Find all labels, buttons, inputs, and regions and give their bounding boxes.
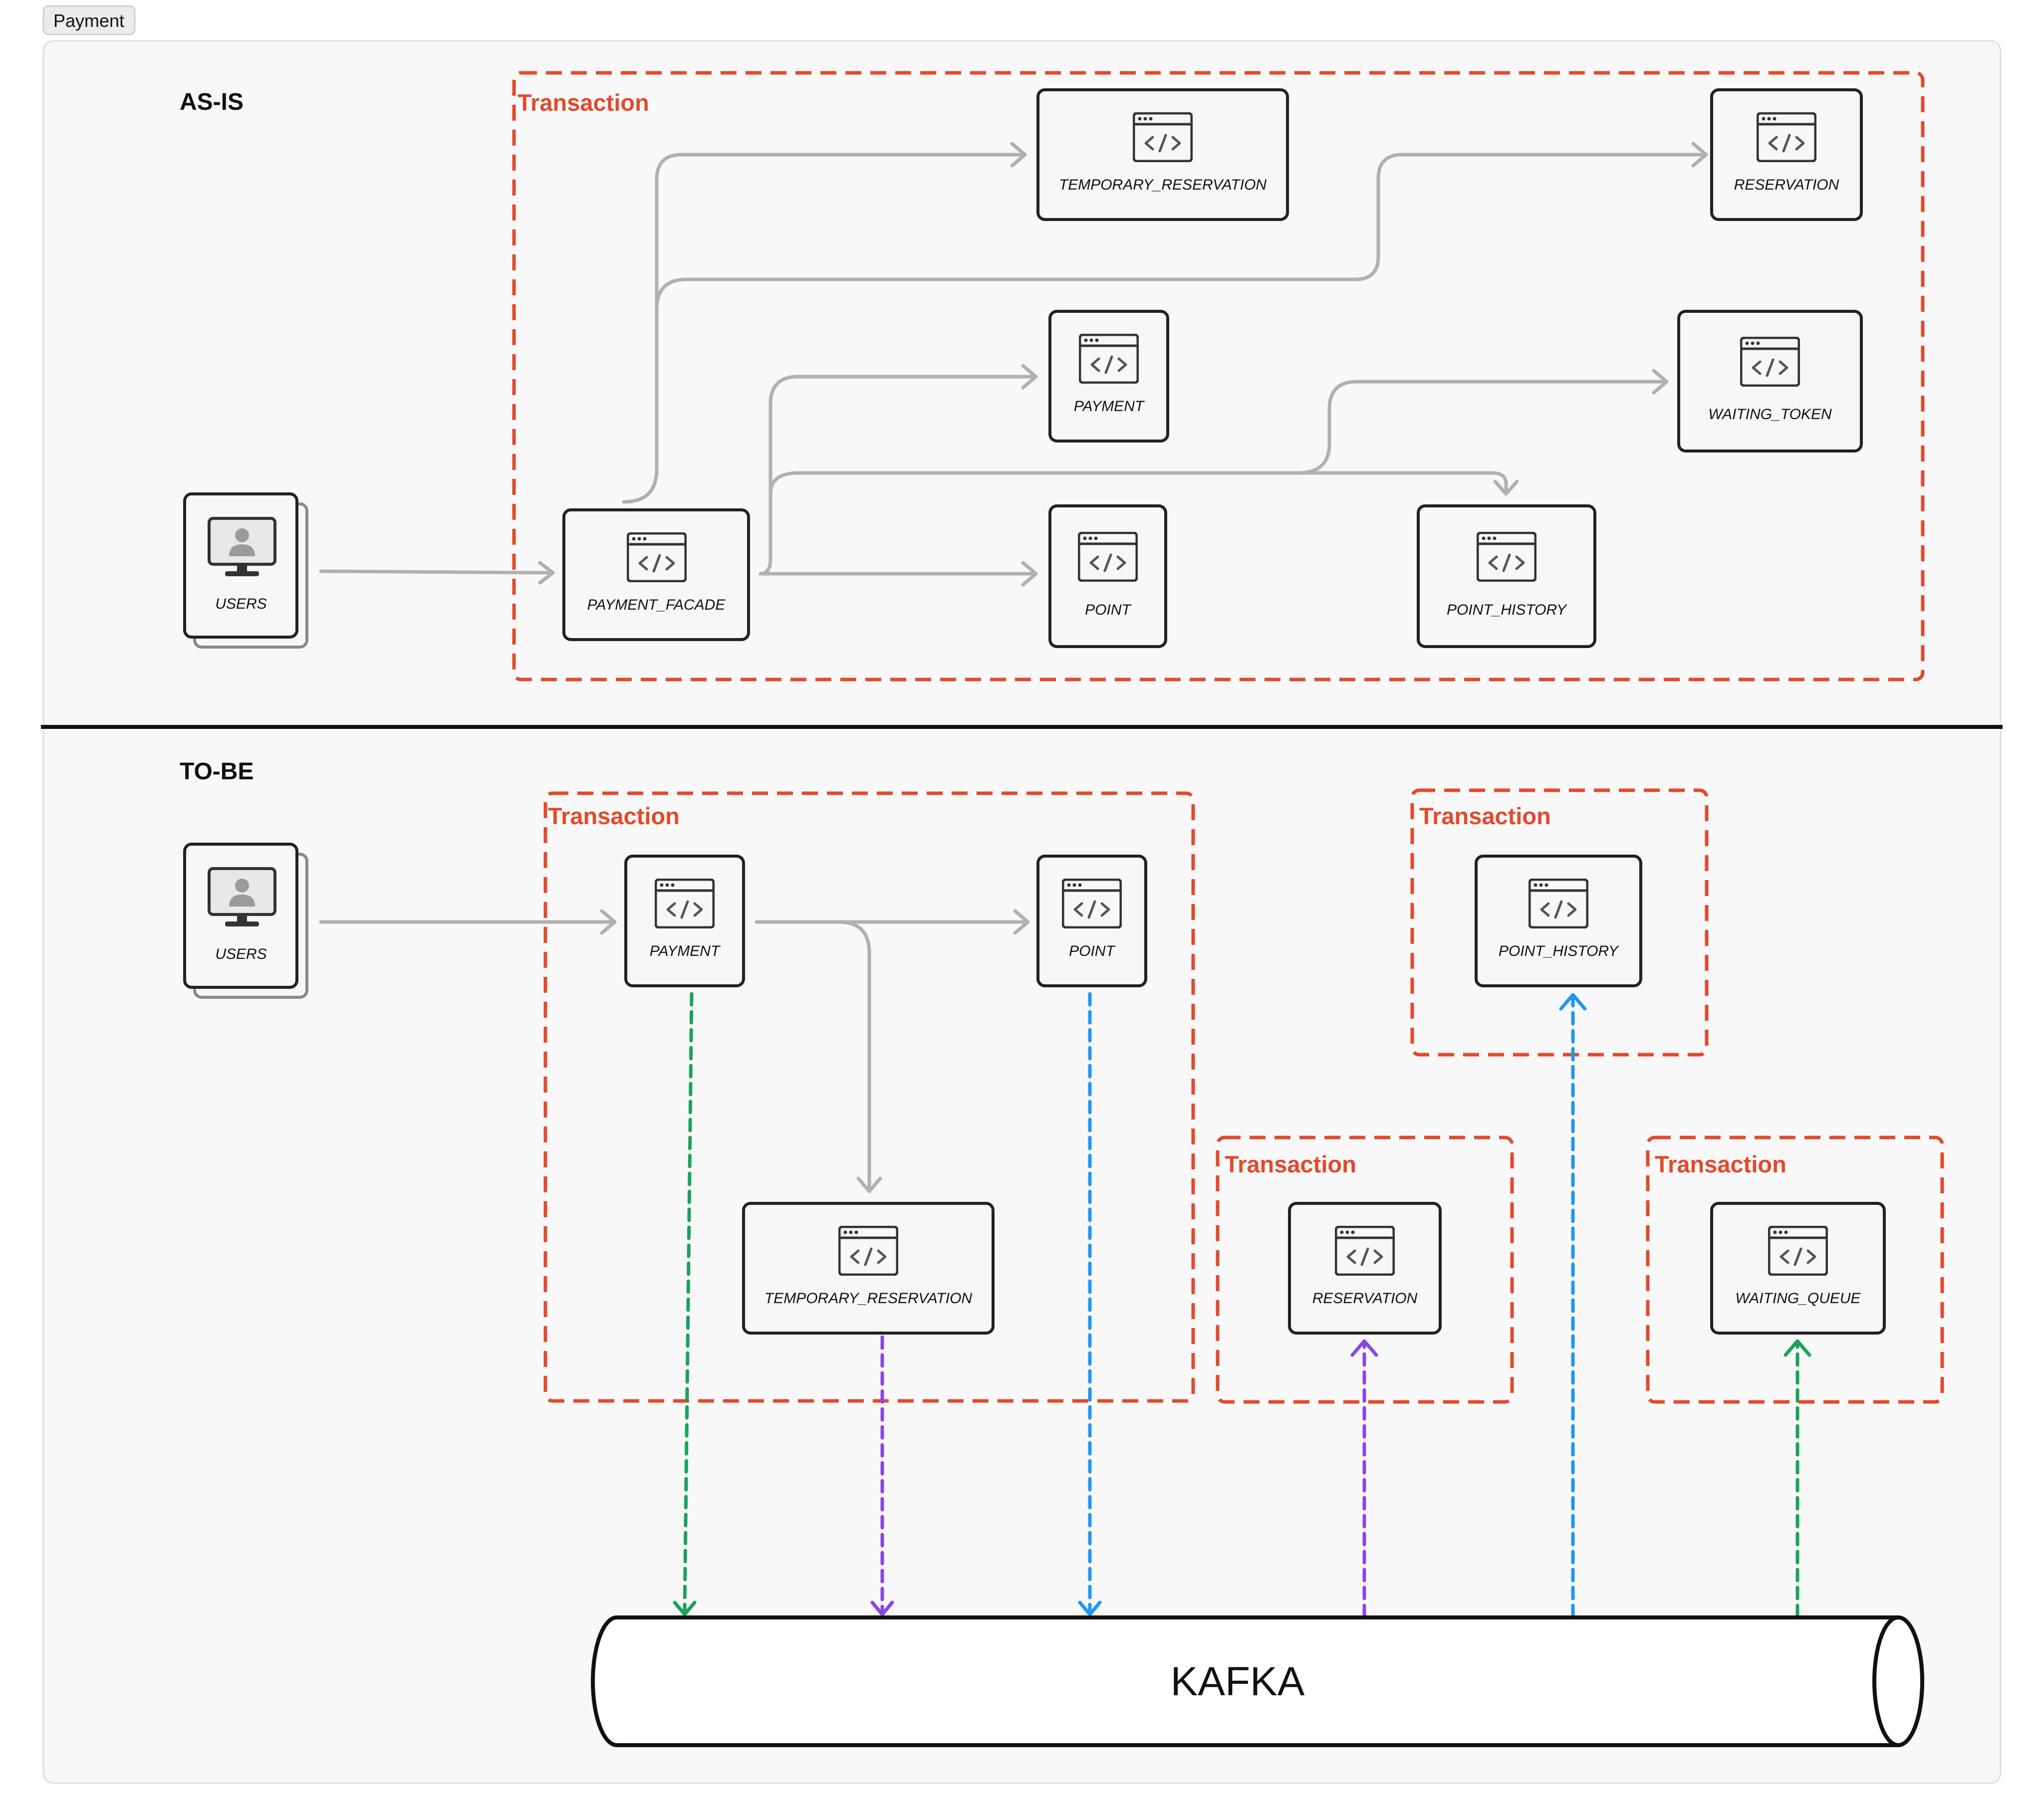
as-is-title: AS-IS (180, 89, 244, 115)
to-be-waiting-queue-label: WAITING_QUEUE (1735, 1290, 1861, 1307)
as-is-transaction-label: Transaction (517, 89, 649, 116)
code-icon (1134, 113, 1192, 161)
arrow-facade-to-point-history (1295, 471, 1508, 493)
to-be-waiting-queue-node[interactable]: WAITING_QUEUE (1710, 1202, 1886, 1335)
payment-tag-label: Payment (53, 10, 124, 31)
to-be-payment-label: PAYMENT (650, 943, 721, 959)
to-be-transaction-box-main: Transaction (543, 791, 1195, 1403)
code-icon (628, 533, 686, 581)
arrow-users-to-facade (319, 569, 551, 575)
as-is-waiting-token-node[interactable]: WAITING_TOKEN (1677, 310, 1863, 453)
to-be-point-history-node[interactable]: POINT_HISTORY (1475, 855, 1642, 987)
to-be-transaction-label-waiting-queue: Transaction (1655, 1151, 1786, 1177)
arrow-facade-to-waiting-token (768, 380, 1666, 501)
as-is-point-label: POINT (1085, 602, 1132, 618)
as-is-payment-node[interactable]: PAYMENT (1048, 310, 1169, 443)
code-icon (1080, 335, 1138, 383)
to-be-transaction-box-waiting-queue: Transaction (1646, 1136, 1944, 1404)
arrow-facade-to-payment (759, 375, 1035, 576)
code-icon (1741, 338, 1799, 386)
as-is-temporary-reservation-node[interactable]: TEMPORARY_RESERVATION (1036, 88, 1289, 221)
to-be-temporary-reservation-label: TEMPORARY_RESERVATION (765, 1290, 973, 1307)
to-be-users-node[interactable]: USERS (183, 843, 308, 999)
event-arrow-payment-to-kafka (683, 992, 694, 1613)
as-is-point-node[interactable]: POINT (1048, 504, 1167, 648)
code-icon (1478, 533, 1535, 581)
code-icon (1529, 880, 1587, 927)
code-icon (1758, 113, 1815, 161)
payment-tag[interactable]: Payment (42, 5, 136, 35)
arrow-payment-to-temporary-reservation (836, 920, 871, 1189)
to-be-transaction-label-reservation: Transaction (1225, 1151, 1356, 1177)
as-is-temporary-reservation-label: TEMPORARY_RESERVATION (1059, 177, 1267, 193)
to-be-title: TO-BE (180, 758, 254, 785)
to-be-payment-node[interactable]: PAYMENT (624, 855, 745, 987)
as-is-transaction-box: Transaction (512, 71, 1925, 682)
diagram-panel (42, 40, 2002, 1784)
as-is-payment-label: PAYMENT (1074, 398, 1145, 415)
as-is-point-history-node[interactable]: POINT_HISTORY (1417, 504, 1596, 648)
as-is-users-label: USERS (215, 596, 266, 612)
to-be-transaction-box-reservation: Transaction (1216, 1136, 1514, 1404)
as-is-reservation-label: RESERVATION (1734, 177, 1839, 193)
code-icon (656, 880, 714, 927)
arrow-facade-to-temporary-reservation (622, 153, 1024, 504)
as-is-reservation-node[interactable]: RESERVATION (1710, 88, 1863, 221)
arrow-facade-to-reservation (655, 153, 1705, 311)
to-be-transaction-label-point-history: Transaction (1419, 803, 1551, 829)
kafka-cylinder[interactable]: KAFKA (591, 1615, 1924, 1747)
to-be-reservation-node[interactable]: RESERVATION (1288, 1202, 1442, 1335)
to-be-temporary-reservation-node[interactable]: TEMPORARY_RESERVATION (742, 1202, 995, 1335)
as-is-point-history-label: POINT_HISTORY (1447, 602, 1567, 618)
to-be-event-arrows (673, 992, 1811, 1618)
to-be-point-node[interactable]: POINT (1036, 855, 1147, 987)
as-is-users-node[interactable]: USERS (183, 492, 308, 649)
to-be-transaction-label-main: Transaction (548, 803, 680, 829)
code-icon (1336, 1227, 1394, 1275)
as-is-payment-facade-node[interactable]: PAYMENT_FACADE (562, 508, 750, 641)
as-is-arrows (319, 142, 1708, 587)
to-be-users-label: USERS (215, 946, 266, 962)
as-is-payment-facade-label: PAYMENT_FACADE (587, 597, 726, 613)
to-be-point-history-label: POINT_HISTORY (1499, 943, 1619, 959)
to-be-reservation-label: RESERVATION (1312, 1290, 1418, 1307)
as-is-waiting-token-label: WAITING_TOKEN (1708, 406, 1832, 423)
to-be-point-label: POINT (1069, 943, 1116, 959)
to-be-transaction-box-point-history: Transaction (1410, 788, 1709, 1057)
code-icon (839, 1227, 897, 1275)
code-icon (1079, 533, 1137, 581)
to-be-arrows (319, 909, 1030, 1193)
kafka-label: KAFKA (1171, 1659, 1305, 1704)
code-icon (1769, 1227, 1827, 1275)
code-icon (1063, 880, 1121, 927)
